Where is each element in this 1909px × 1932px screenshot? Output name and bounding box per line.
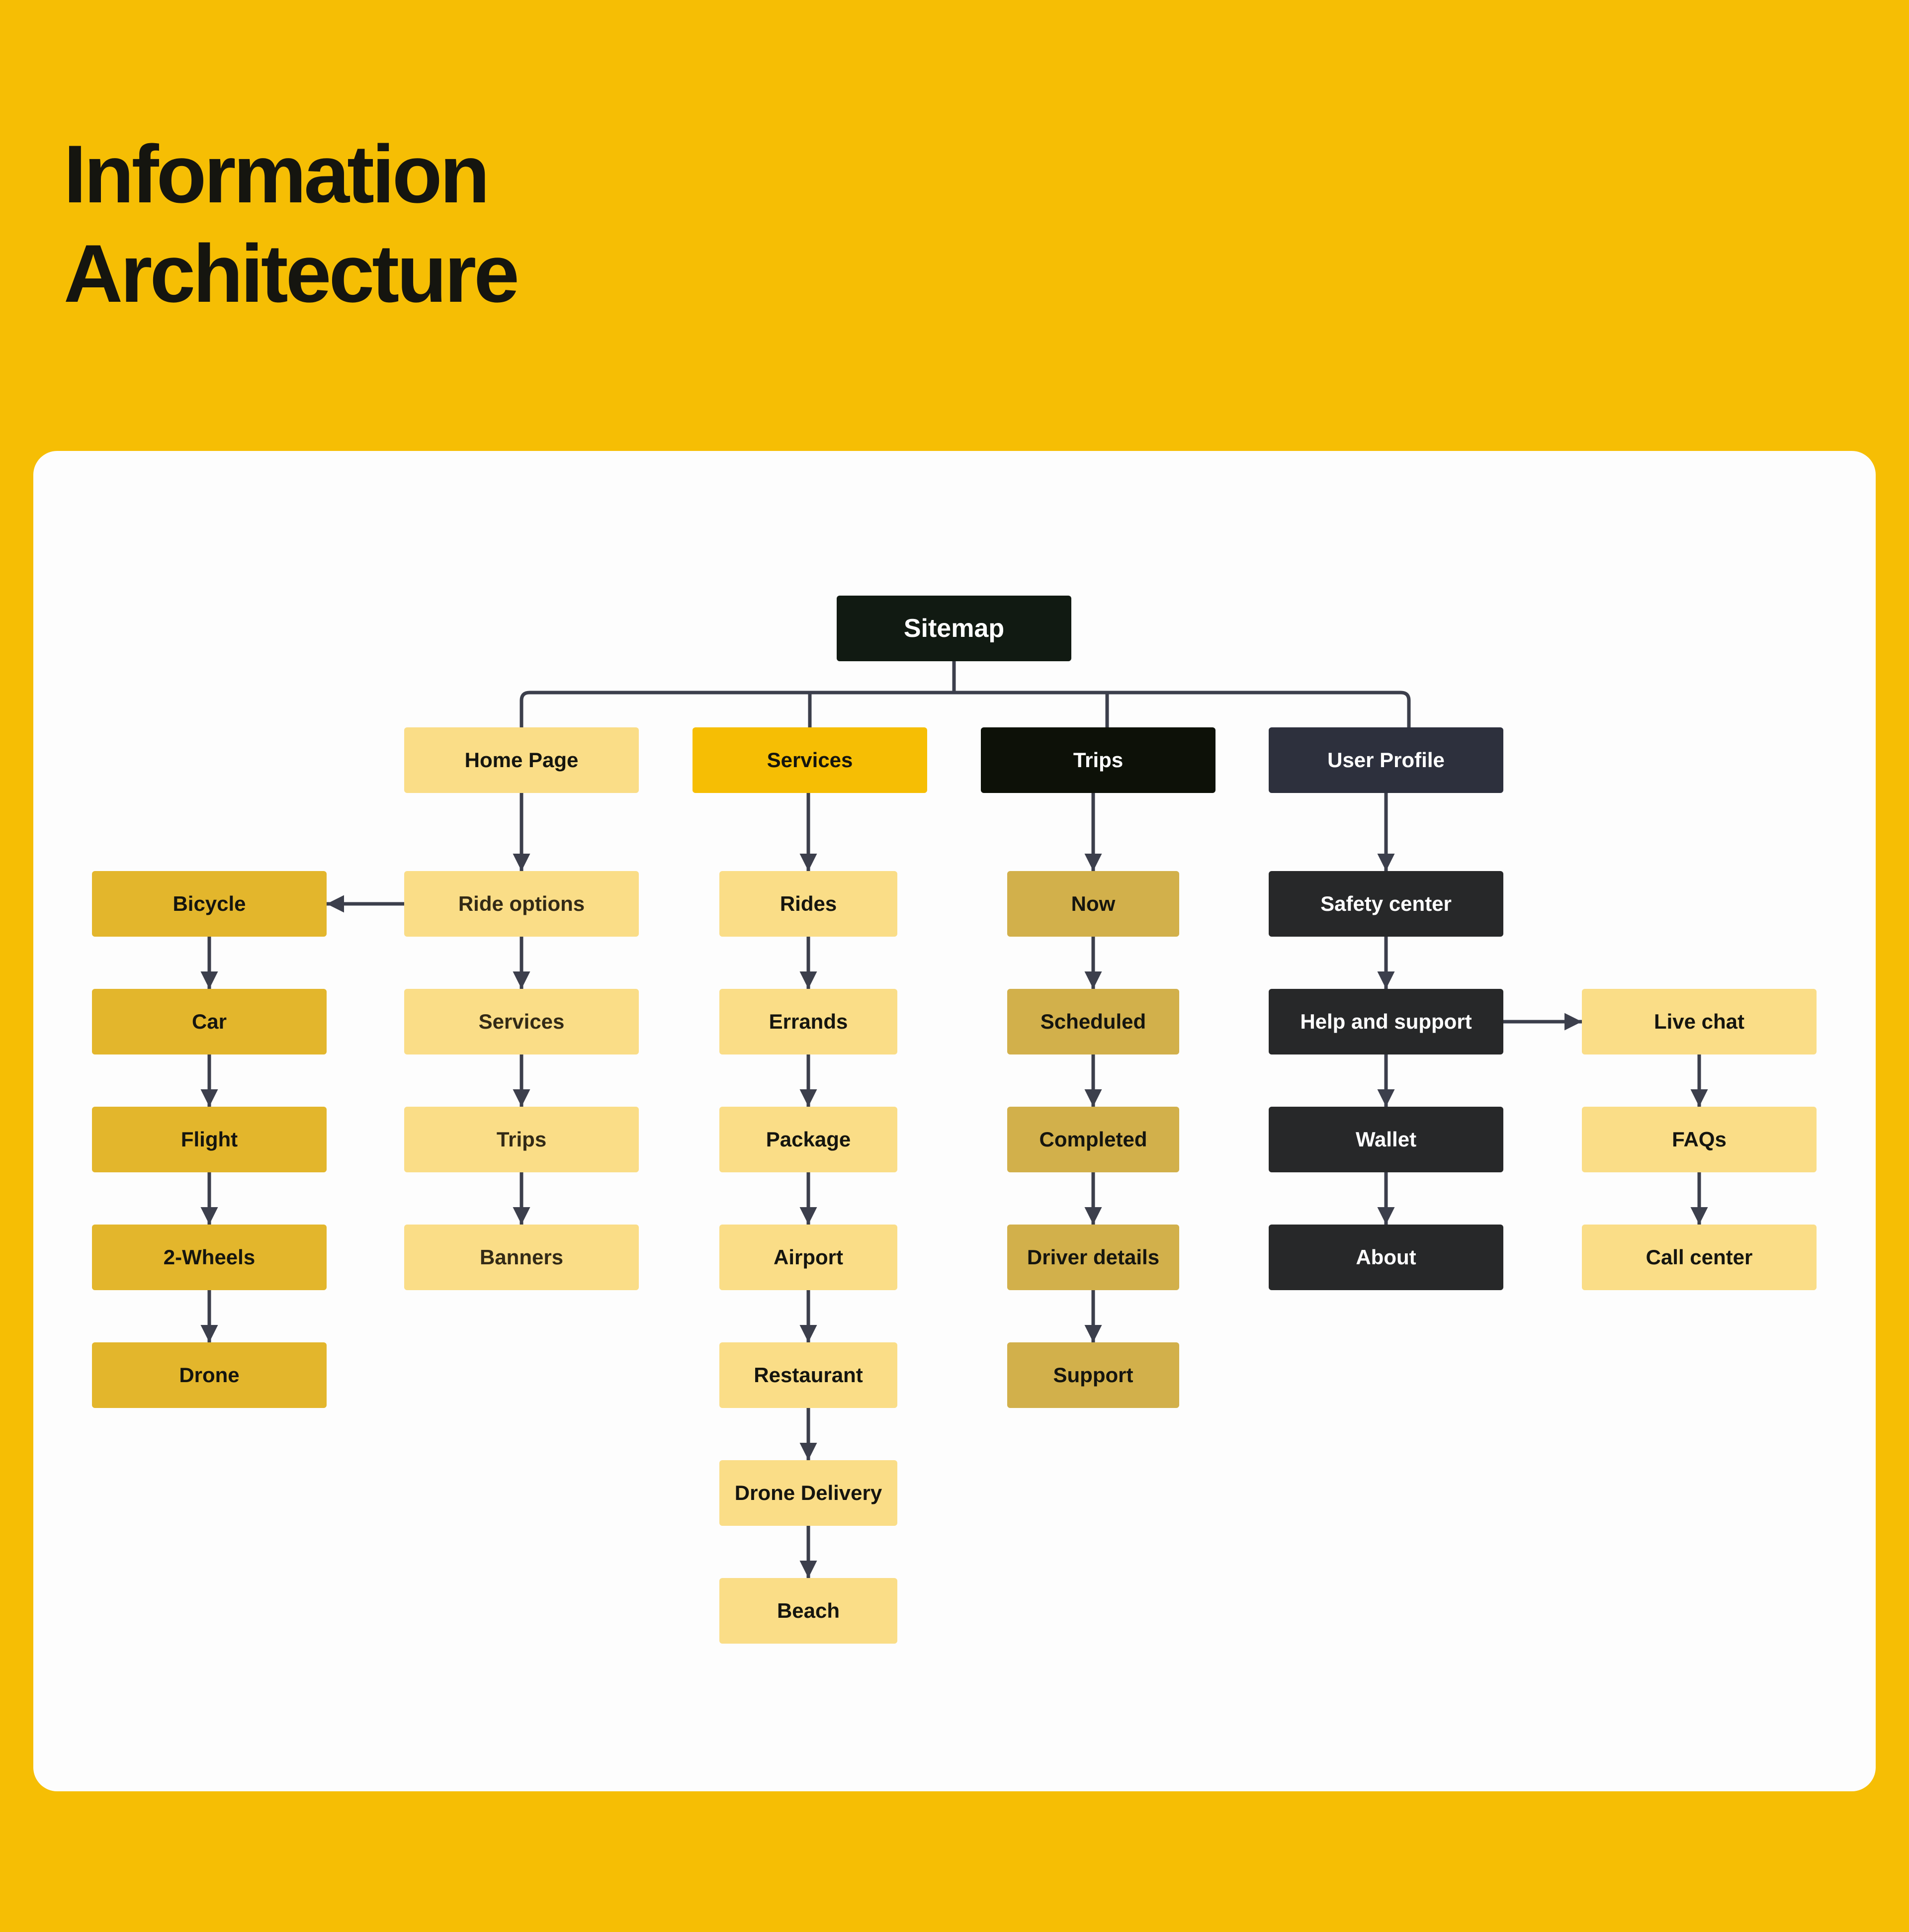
node-label: Restaurant — [754, 1363, 863, 1387]
child-node-home-page-services[interactable]: Services — [404, 989, 639, 1054]
page-title: Information Architecture — [64, 124, 520, 323]
node-label: About — [1356, 1245, 1416, 1269]
child-node-services-package[interactable]: Package — [719, 1107, 897, 1172]
page-title-line-2: Architecture — [64, 228, 520, 319]
node-label: Beach — [777, 1599, 840, 1622]
child-node-services-restaurant[interactable]: Restaurant — [719, 1342, 897, 1408]
child-node-services-rides[interactable]: Rides — [719, 871, 897, 937]
side-node-car[interactable]: Car — [92, 989, 327, 1054]
node-label: FAQs — [1672, 1128, 1727, 1151]
node-label: Call center — [1646, 1245, 1753, 1269]
child-node-services-airport[interactable]: Airport — [719, 1225, 897, 1290]
node-label: Trips — [496, 1128, 547, 1151]
node-label: Drone — [179, 1363, 240, 1387]
node-label: User Profile — [1327, 748, 1445, 772]
node-label: Services — [478, 1010, 565, 1033]
sitemap-root-node[interactable]: Sitemap — [837, 596, 1071, 661]
node-label: Airport — [774, 1245, 843, 1269]
branch-node-home-page[interactable]: Home Page — [404, 727, 639, 793]
node-label: 2-Wheels — [163, 1245, 256, 1269]
child-node-trips-completed[interactable]: Completed — [1007, 1107, 1179, 1172]
node-label: Wallet — [1355, 1128, 1417, 1151]
node-label: Support — [1053, 1363, 1133, 1387]
node-label: Trips — [1073, 748, 1124, 772]
child-node-home-page-banners[interactable]: Banners — [404, 1225, 639, 1290]
node-label: Services — [767, 748, 853, 772]
side-node-drone[interactable]: Drone — [92, 1342, 327, 1408]
side-node-flight[interactable]: Flight — [92, 1107, 327, 1172]
node-label: Help and support — [1300, 1010, 1472, 1033]
node-label: Car — [191, 1010, 227, 1033]
node-label: Bicycle — [173, 892, 246, 915]
child-node-trips-now[interactable]: Now — [1007, 871, 1179, 937]
node-label: Banners — [479, 1245, 564, 1269]
child-node-services-drone-delivery[interactable]: Drone Delivery — [719, 1460, 897, 1526]
node-label: Scheduled — [1040, 1010, 1146, 1033]
page-title-line-1: Information — [64, 128, 490, 220]
child-node-user-profile-help-and-support[interactable]: Help and support — [1269, 989, 1503, 1054]
branch-node-services[interactable]: Services — [693, 727, 927, 793]
node-label: Flight — [180, 1128, 238, 1151]
node-label: Completed — [1039, 1128, 1147, 1151]
child-node-home-page-trips[interactable]: Trips — [404, 1107, 639, 1172]
child-node-user-profile-wallet[interactable]: Wallet — [1269, 1107, 1503, 1172]
side-node-2-wheels[interactable]: 2-Wheels — [92, 1225, 327, 1290]
node-label: Live chat — [1653, 1010, 1745, 1033]
side-node-faqs[interactable]: FAQs — [1582, 1107, 1817, 1172]
child-node-trips-driver-details[interactable]: Driver details — [1007, 1225, 1179, 1290]
node-label: Safety center — [1320, 892, 1452, 915]
node-label: Errands — [769, 1010, 848, 1033]
child-node-user-profile-about[interactable]: About — [1269, 1225, 1503, 1290]
side-node-live-chat[interactable]: Live chat — [1582, 989, 1817, 1054]
node-label: Home Page — [464, 748, 579, 772]
child-node-user-profile-safety-center[interactable]: Safety center — [1269, 871, 1503, 937]
child-node-services-errands[interactable]: Errands — [719, 989, 897, 1054]
node-label: Package — [766, 1128, 851, 1151]
child-node-services-beach[interactable]: Beach — [719, 1578, 897, 1644]
node-label: Rides — [780, 892, 837, 915]
child-node-trips-scheduled[interactable]: Scheduled — [1007, 989, 1179, 1054]
node-label: Now — [1071, 892, 1116, 915]
child-node-trips-support[interactable]: Support — [1007, 1342, 1179, 1408]
branch-node-trips[interactable]: Trips — [981, 727, 1215, 793]
side-node-call-center[interactable]: Call center — [1582, 1225, 1817, 1290]
side-node-bicycle[interactable]: Bicycle — [92, 871, 327, 937]
node-label: Ride options — [458, 892, 585, 915]
node-label: Drone Delivery — [734, 1481, 882, 1504]
node-label: Driver details — [1027, 1245, 1160, 1269]
branch-node-user-profile[interactable]: User Profile — [1269, 727, 1503, 793]
node-label: Sitemap — [903, 614, 1005, 643]
child-node-home-page-ride-options[interactable]: Ride options — [404, 871, 639, 937]
